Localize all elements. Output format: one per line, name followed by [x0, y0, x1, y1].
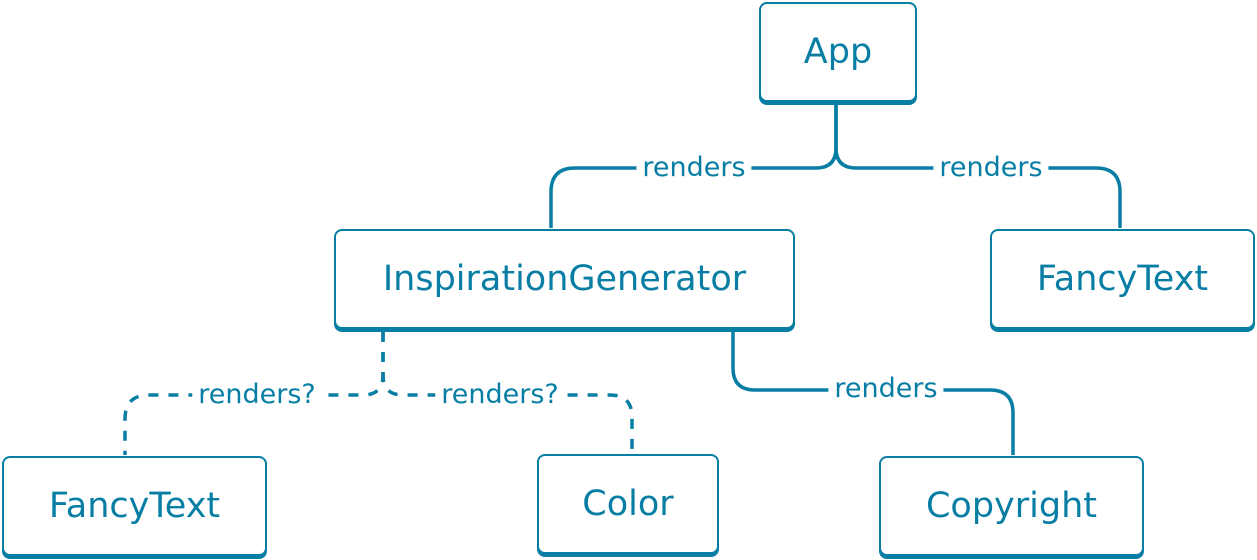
edge-label-app-fancytext: renders — [933, 152, 1049, 184]
node-color: Color — [537, 454, 719, 554]
node-fancy-text-top: FancyText — [990, 229, 1255, 329]
edge-label-app-inspiration: renders — [636, 152, 752, 184]
node-inspiration-generator: InspirationGenerator — [334, 229, 795, 329]
node-fancy-text-bottom: FancyText — [2, 456, 267, 556]
node-app: App — [759, 2, 917, 102]
edge-label-inspiration-copyright: renders — [828, 373, 944, 405]
node-copyright: Copyright — [879, 456, 1144, 556]
edge-label-inspiration-fancytext: renders? — [192, 379, 322, 411]
edge-label-inspiration-color: renders? — [435, 379, 565, 411]
edge-line-inspiration-color — [381, 332, 634, 455]
